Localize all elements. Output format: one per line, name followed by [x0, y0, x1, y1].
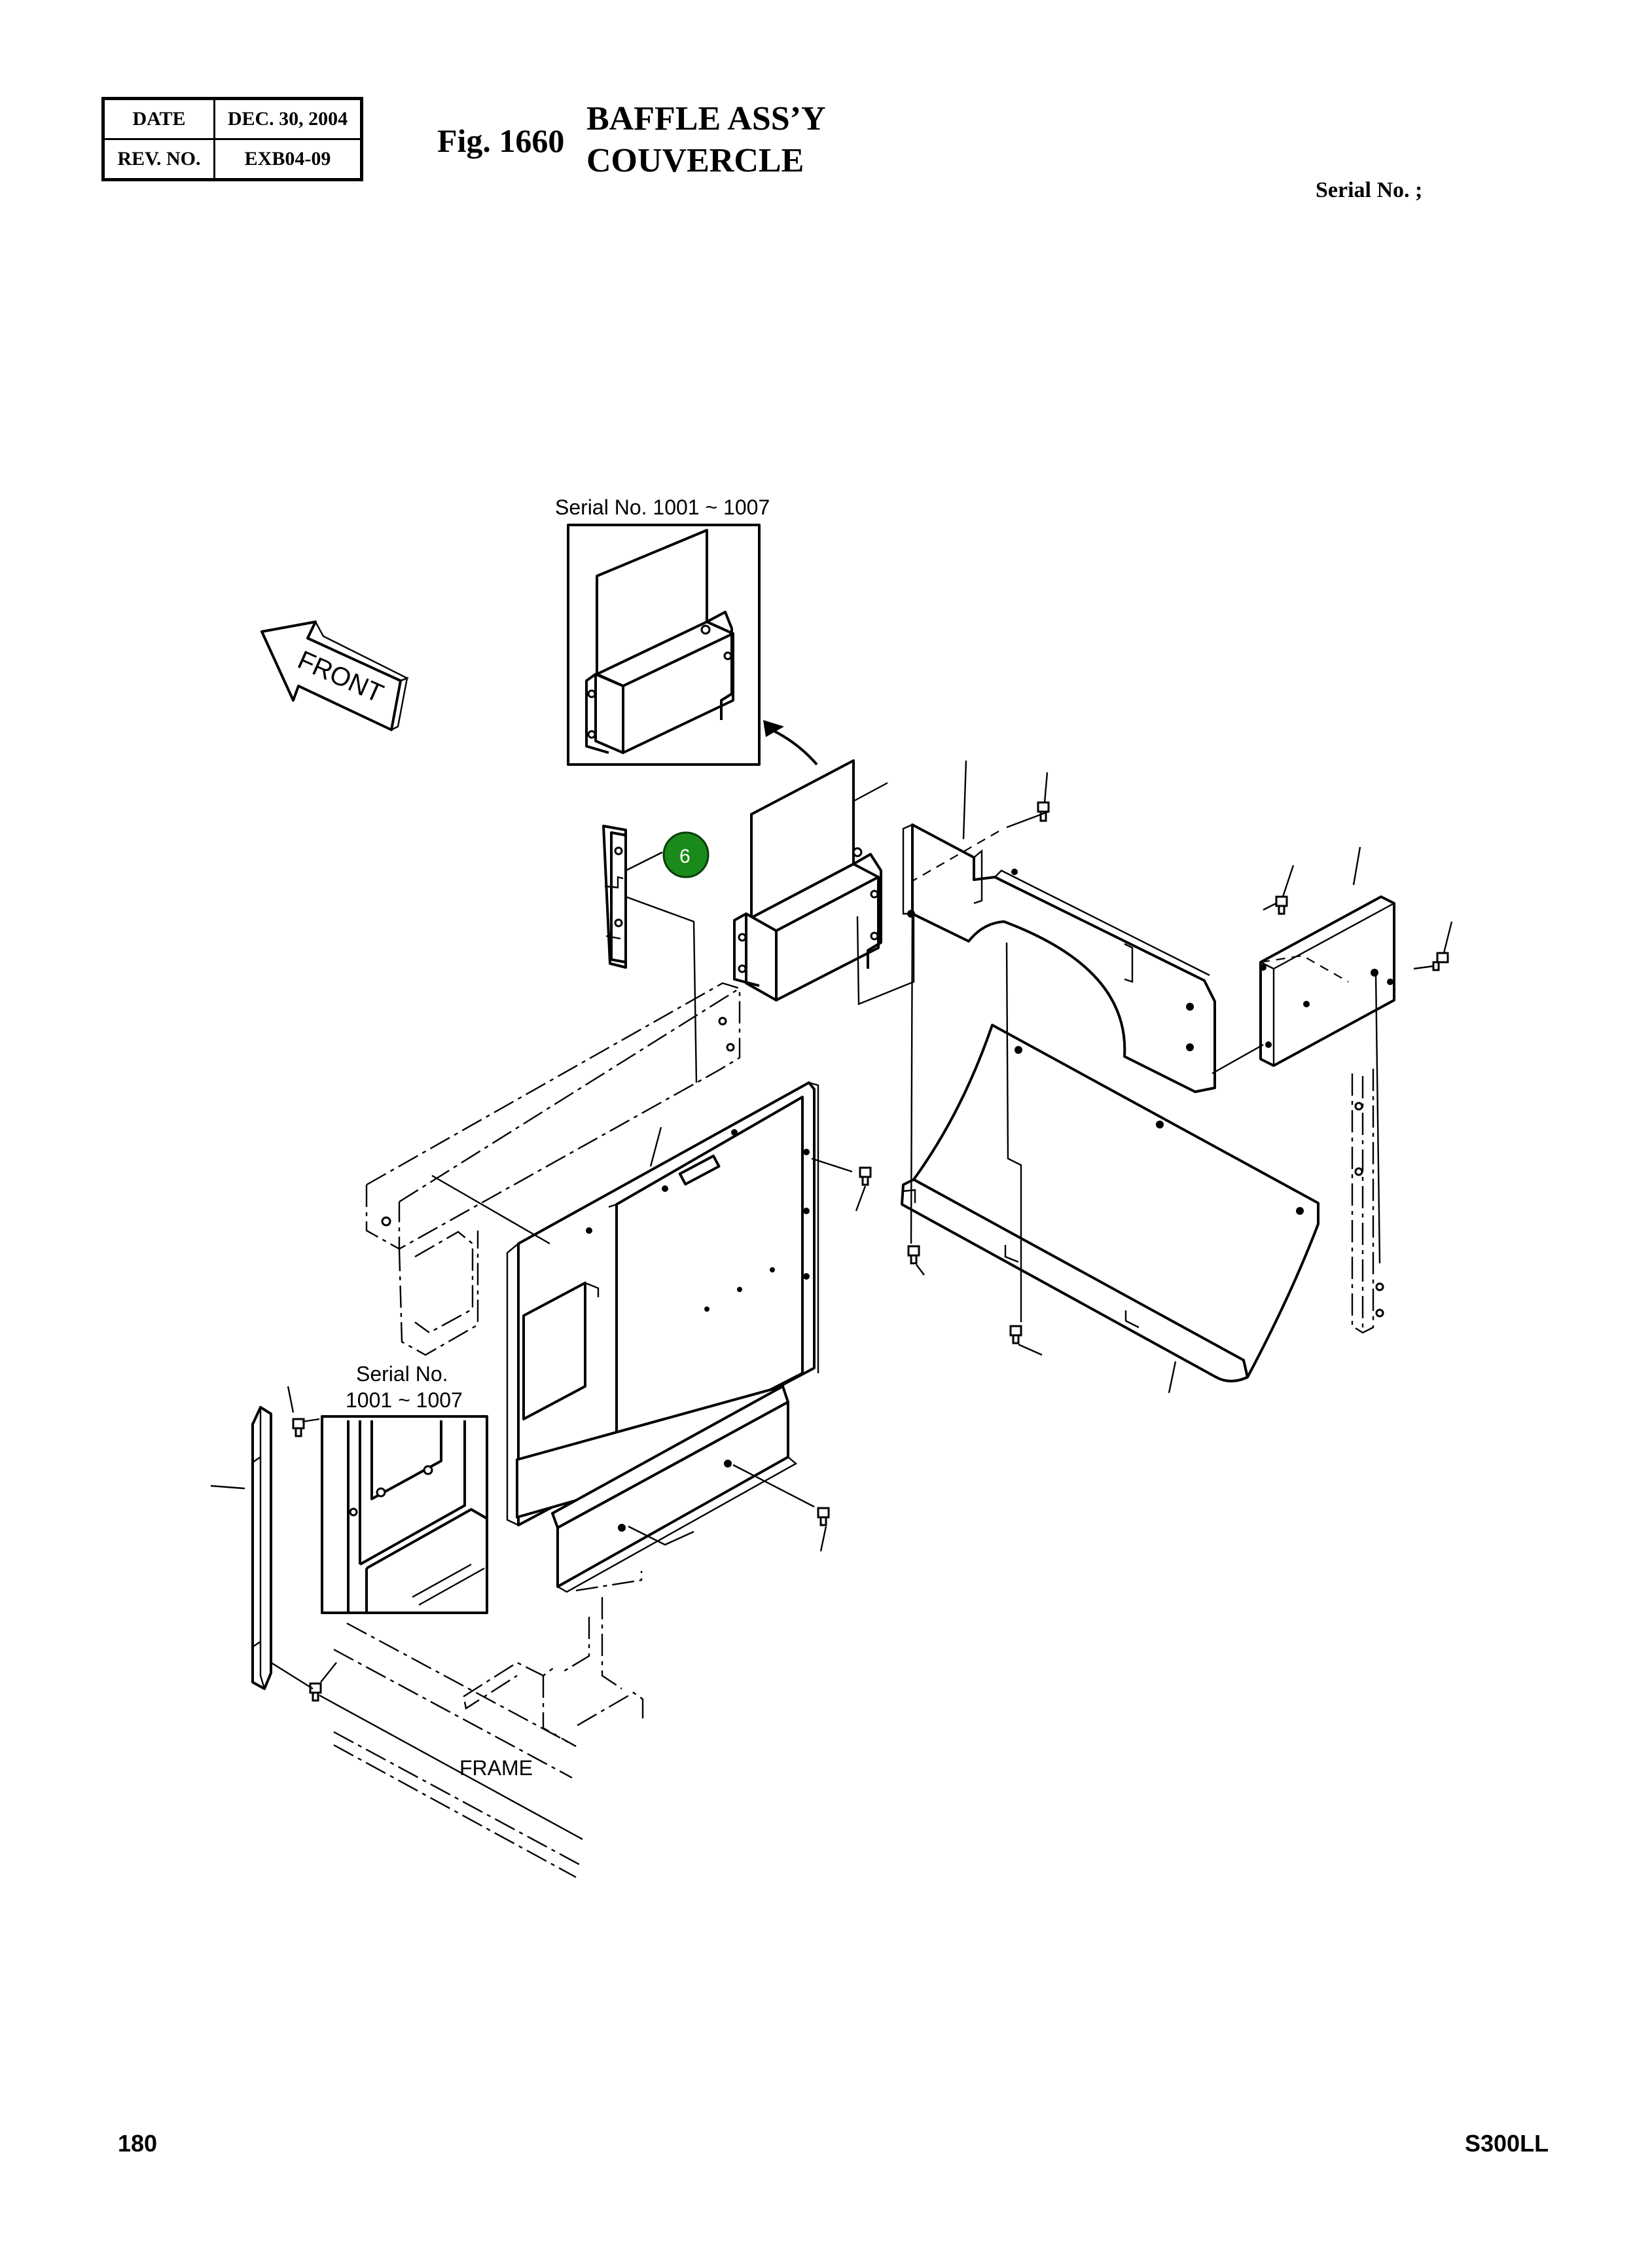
bolt-1 — [1037, 801, 1050, 822]
lower-tray-plate — [901, 1024, 1320, 1382]
curved-baffle — [902, 760, 1216, 1093]
right-bracket-plate — [1259, 895, 1395, 1067]
bolt-4 — [859, 1166, 872, 1186]
callout-6-number: 6 — [679, 846, 691, 867]
small-bracket — [602, 825, 627, 969]
date-value: DEC. 30, 2004 — [213, 98, 363, 140]
bottom-trim — [516, 1385, 798, 1593]
right-bracket — [1259, 846, 1395, 1067]
date-label: DATE — [102, 98, 215, 140]
title-english: BAFFLE ASS’Y — [586, 100, 826, 137]
lower-tray — [901, 1024, 1320, 1394]
bolt-9 — [309, 1682, 322, 1702]
inset-baffle-box — [594, 673, 624, 754]
frame-structure: FRAME — [333, 1571, 644, 1879]
page-number: 180 — [118, 2130, 158, 2157]
left-vertical-bracket — [210, 1406, 272, 1690]
bolt-5 — [907, 1245, 920, 1265]
callout-6[interactable]: 6 — [662, 831, 709, 878]
left-inset: Serial No. 1001 ~ 1007 — [321, 1362, 488, 1614]
bolt-3 — [1432, 952, 1449, 971]
top-inset: Serial No. 1001 ~ 1007 — [555, 495, 770, 766]
bolt-7 — [292, 1418, 305, 1437]
bolt-2 — [1275, 895, 1288, 915]
main-cover — [506, 1081, 819, 1526]
upper-baffle — [733, 759, 888, 1001]
figure-title: BAFFLE ASS’Y COUVERCLE — [586, 98, 826, 182]
right-pillar — [1351, 1068, 1384, 1334]
rev-label: REV. NO. — [102, 138, 215, 181]
inset-top-label: Serial No. 1001 ~ 1007 — [555, 495, 770, 519]
callout-6-marker[interactable] — [662, 831, 709, 878]
title-french: COUVERCLE — [586, 142, 804, 179]
revision-table: DATE DEC. 30, 2004 REV. NO. EXB04-09 — [101, 97, 363, 181]
frame-label: FRAME — [459, 1756, 533, 1780]
model-code: S300LL — [1465, 2130, 1549, 2157]
front-arrow-shape — [260, 621, 402, 731]
leader-lines — [270, 772, 1453, 1841]
left-rail — [365, 982, 741, 1356]
curved-baffle-plate — [911, 823, 1216, 1093]
bolts — [292, 801, 1449, 1702]
main-cover-opening — [522, 1282, 586, 1420]
figure-number: Fig. 1660 — [437, 122, 565, 159]
inset-left-label-line2: 1001 ~ 1007 — [346, 1388, 463, 1412]
bolt-8 — [817, 1507, 830, 1526]
inset-left-label-line1: Serial No. — [356, 1362, 448, 1386]
main-cover-handle — [678, 1155, 721, 1186]
bolt-6 — [1009, 1325, 1022, 1344]
inset-left-frame — [321, 1415, 488, 1614]
rev-value: EXB04-09 — [213, 138, 363, 181]
front-arrow: FRONT — [260, 621, 409, 731]
inset-top-frame — [567, 524, 761, 766]
serial-number-header: Serial No. ; — [1316, 178, 1423, 202]
